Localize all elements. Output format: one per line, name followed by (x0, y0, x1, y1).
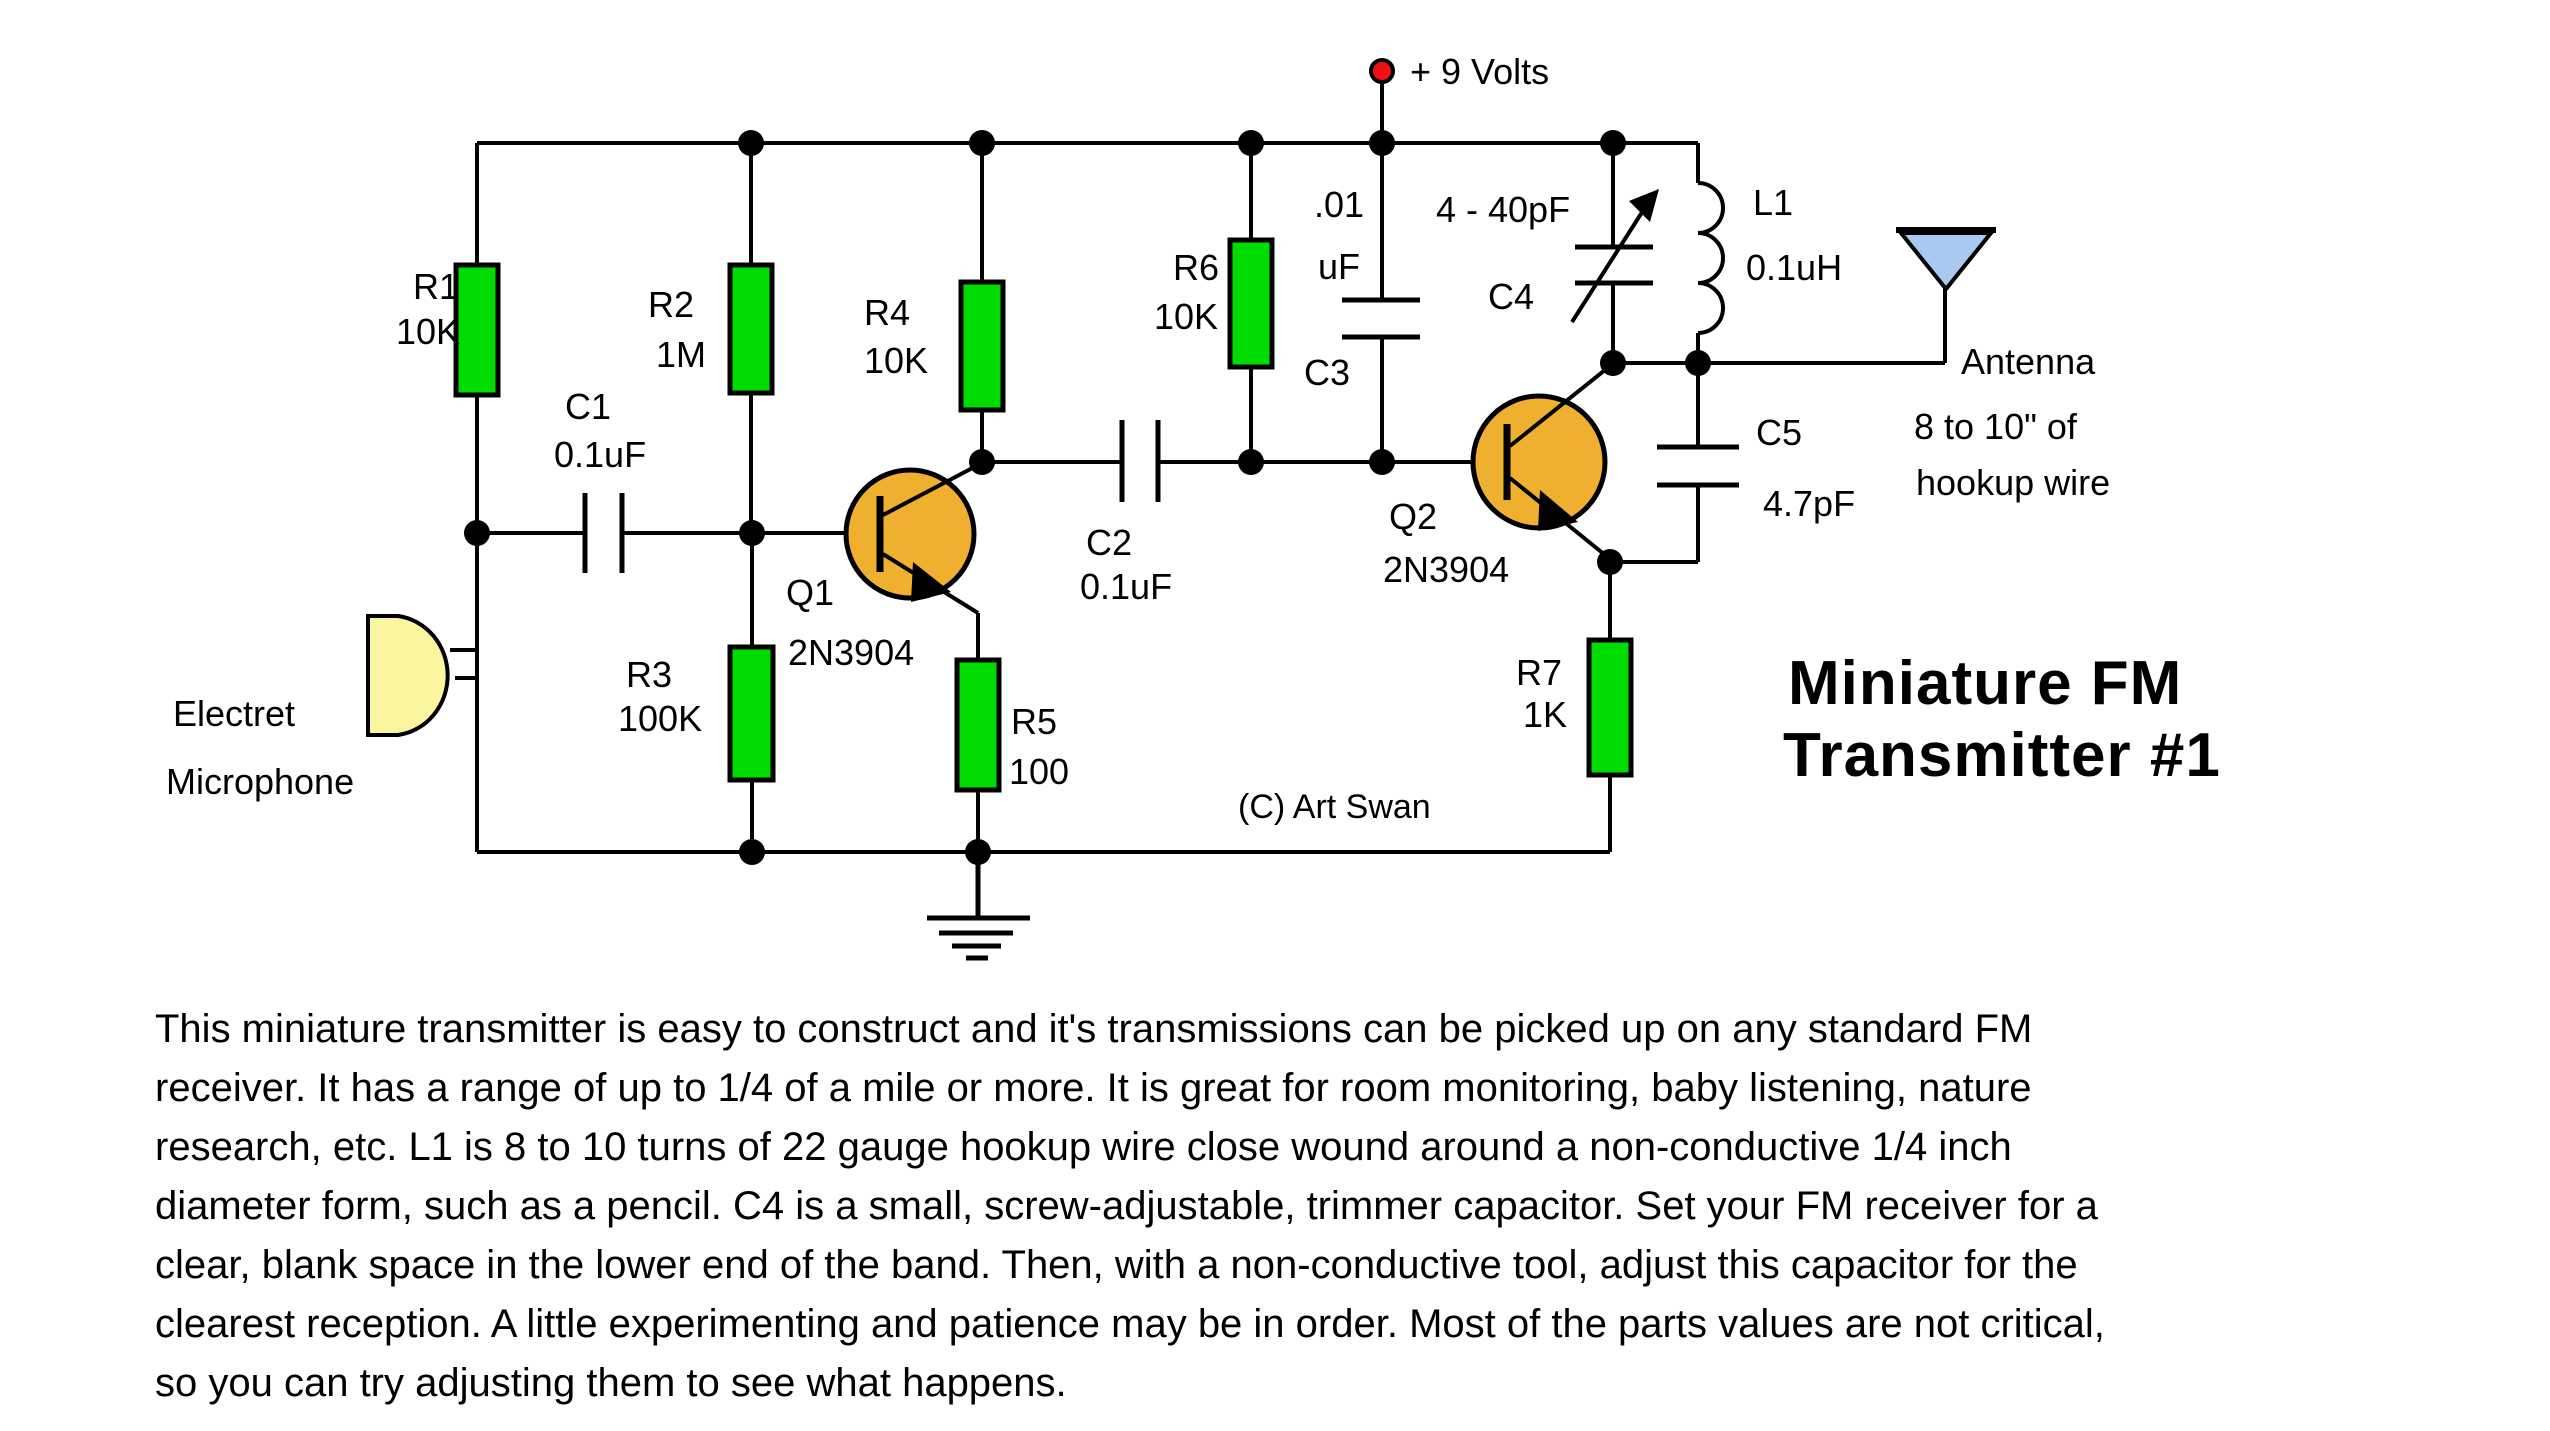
antenna-note2-label: hookup wire (1916, 462, 2111, 503)
resistor-r5 (954, 657, 1002, 793)
r3-ref-label: R3 (626, 654, 673, 695)
inductor-l1-coil (1697, 181, 1725, 335)
description-paragraph: This miniature transmitter is easy to co… (155, 1000, 2105, 1413)
c5-ref-label: C5 (1756, 412, 1803, 453)
mic-label-line1: Electret (173, 693, 296, 734)
r4-ref-label: R4 (864, 292, 911, 333)
r7-ref-label: R7 (1516, 652, 1563, 693)
microphone-symbol (366, 614, 477, 737)
q2-ref-label: Q2 (1389, 496, 1438, 537)
copyright-credit: (C) Art Swan (1238, 788, 1431, 826)
c2-value-label: 0.1uF (1080, 566, 1173, 607)
antenna-note1-label: 8 to 10" of (1914, 406, 2077, 447)
q2-value-label: 2N3904 (1383, 549, 1510, 590)
r7-value-label: 1K (1523, 694, 1568, 735)
wire-c5-branch (1610, 363, 1700, 564)
power-terminal-dot (1369, 58, 1395, 84)
capacitor-c2-plates (1119, 420, 1161, 502)
antenna-symbol (1896, 227, 1996, 293)
r6-value-label: 10K (1154, 296, 1219, 337)
c3-value-line2-label: uF (1318, 246, 1361, 287)
capacitor-c4-plates (1575, 244, 1653, 286)
resistors (453, 237, 1634, 793)
r5-ref-label: R5 (1011, 701, 1058, 742)
description-line: receiver. It has a range of up to 1/4 of… (155, 1066, 2032, 1110)
resistor-r4 (958, 279, 1006, 413)
c5-value-label: 4.7pF (1763, 483, 1856, 524)
wire-antenna-feed (1613, 287, 1947, 365)
junction-dots (464, 130, 1711, 865)
c3-ref-label: C3 (1304, 352, 1351, 393)
power-label: + 9 Volts (1410, 51, 1550, 92)
description-line: so you can try adjusting them to see wha… (155, 1361, 1067, 1405)
c3-value-line1-label: .01 (1314, 184, 1365, 225)
capacitor-c1-plates (582, 493, 625, 573)
c1-value-label: 0.1uF (554, 434, 647, 475)
transistor-q2 (1470, 364, 1612, 561)
resistor-r6 (1227, 237, 1275, 370)
resistor-r1 (453, 262, 501, 398)
description-line: diameter form, such as a pencil. C4 is a… (155, 1184, 2098, 1228)
r1-value-label: 10K (396, 311, 461, 352)
q2-emitter-arrow (1538, 490, 1578, 531)
transistor-q1 (843, 461, 983, 615)
description-line: clear, blank space in the lower end of t… (155, 1243, 2078, 1287)
c4-value-label: 4 - 40pF (1436, 189, 1571, 230)
schematic-title-line1: Miniature FM (1788, 649, 2183, 718)
c1-ref-label: C1 (565, 386, 612, 427)
resistor-r2 (727, 262, 775, 396)
description-line: research, etc. L1 is 8 to 10 turns of 22… (155, 1125, 2012, 1169)
c4-ref-label: C4 (1488, 276, 1535, 317)
description-line: clearest reception. A little experimenti… (155, 1302, 2105, 1346)
q1-emitter-arrow (911, 562, 951, 602)
r3-value-label: 100K (618, 698, 703, 739)
c2-ref-label: C2 (1086, 522, 1133, 563)
q1-ref-label: Q1 (786, 572, 835, 613)
mic-label-line2: Microphone (166, 761, 355, 802)
description-line: This miniature transmitter is easy to co… (155, 1007, 2033, 1051)
r4-value-label: 10K (864, 340, 929, 381)
l1-ref-label: L1 (1753, 182, 1794, 223)
q1-value-label: 2N3904 (788, 632, 915, 673)
ground-symbol (927, 852, 1030, 961)
r2-value-label: 1M (656, 334, 707, 375)
schematic-title-line2: Transmitter #1 (1783, 721, 2221, 790)
antenna-name-label: Antenna (1961, 341, 2096, 382)
wire-r2-branch (749, 143, 754, 852)
capacitor-c4-trimmer-arrow (1570, 189, 1659, 324)
r1-ref-label: R1 (413, 266, 460, 307)
capacitor-c3-plates (1342, 297, 1420, 340)
r2-ref-label: R2 (648, 284, 695, 325)
capacitor-c5-plates (1657, 444, 1739, 488)
resistor-r3 (727, 644, 776, 783)
r5-value-label: 100 (1009, 751, 1070, 792)
capacitors (582, 244, 1739, 573)
resistor-r7 (1586, 637, 1634, 778)
l1-value-label: 0.1uH (1746, 247, 1843, 288)
r6-ref-label: R6 (1173, 247, 1220, 288)
